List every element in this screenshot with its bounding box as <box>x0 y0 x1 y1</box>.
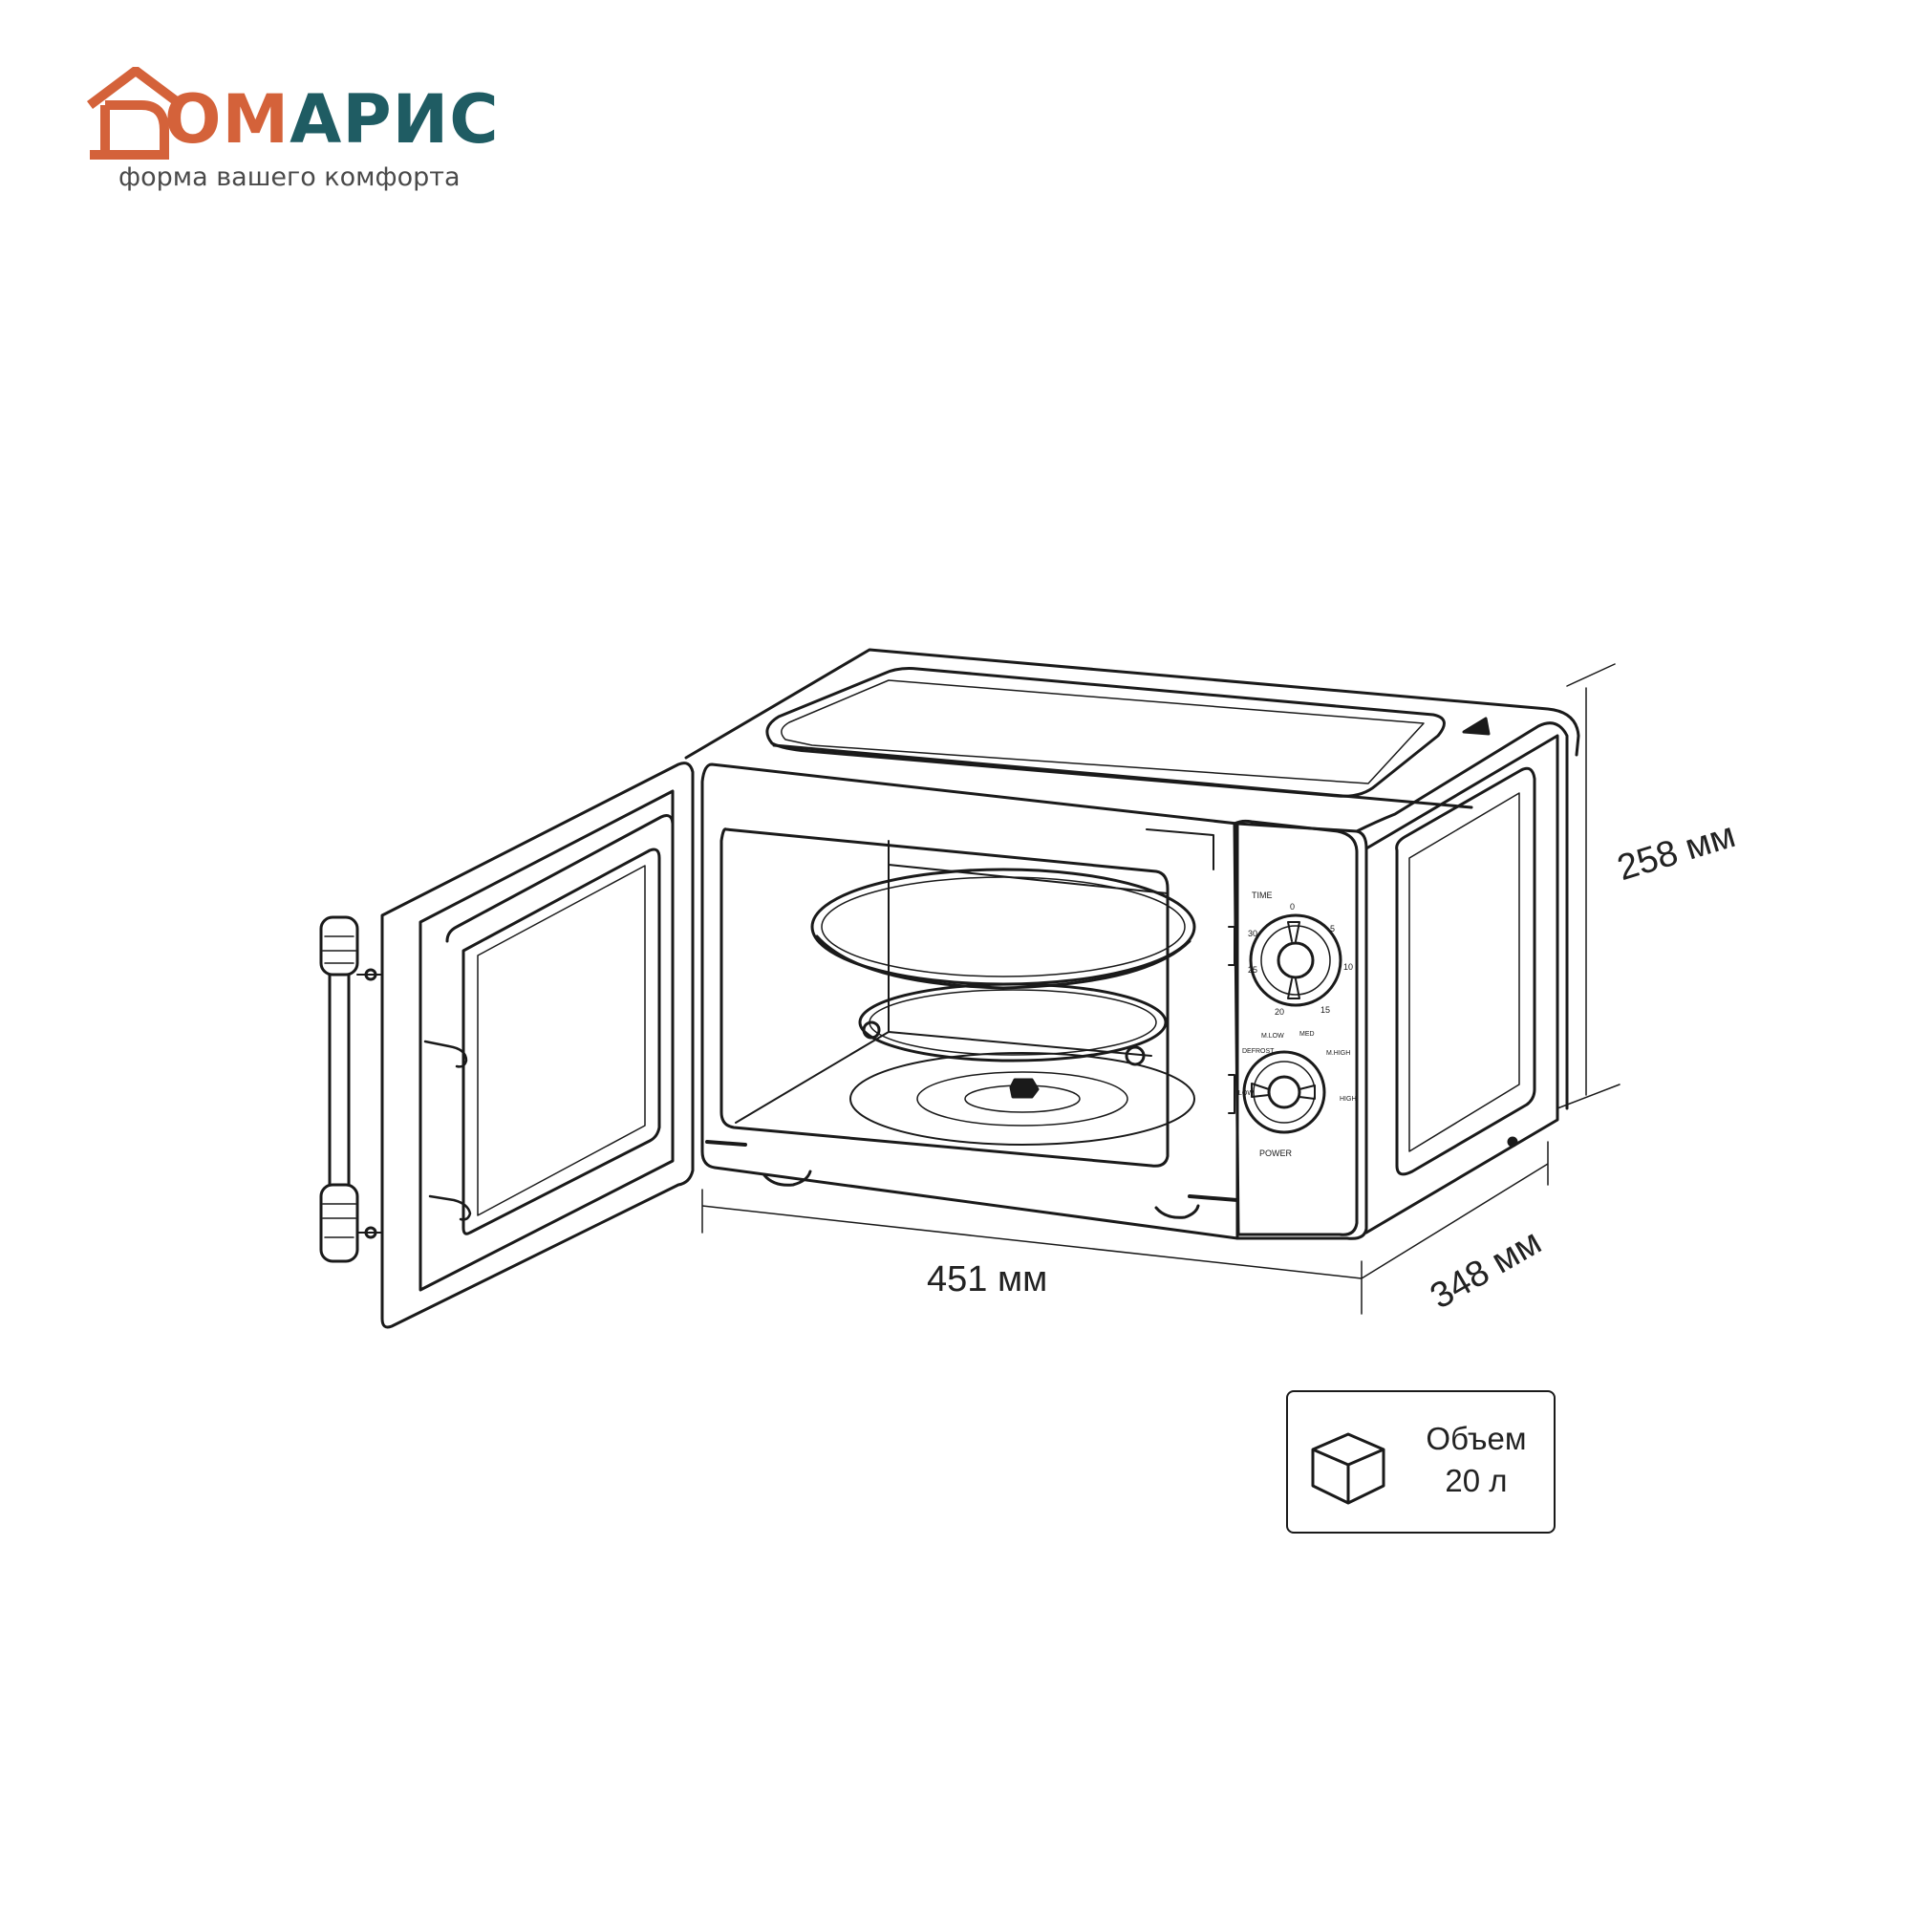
box-icon <box>1311 1432 1385 1505</box>
roller-ring <box>858 982 1168 1063</box>
volume-badge: Объем 20 л <box>1286 1390 1556 1534</box>
brand-tagline: форма вашего комфорта <box>118 162 461 192</box>
microwave-side <box>1364 734 1559 1234</box>
door-handle <box>328 973 351 1187</box>
power-label: POWER <box>1259 1148 1293 1158</box>
microwave-front <box>700 762 1368 1240</box>
microwave-top <box>684 648 1580 760</box>
brand-name-part2: АРИС <box>290 80 500 159</box>
timer-dial <box>1249 913 1342 1007</box>
door-window <box>462 848 661 1235</box>
timer-mark-10: 10 <box>1343 962 1353 972</box>
power-level-defrost: DEFROST <box>1242 1048 1275 1055</box>
power-level-mlow: M.LOW <box>1261 1033 1284 1040</box>
timer-mark-25: 25 <box>1248 965 1257 975</box>
height-dimension-line <box>1556 663 1621 1109</box>
brand-name-part1: ОМ <box>164 80 290 159</box>
width-dimension-label: 451 мм <box>927 1259 1048 1299</box>
depth-dimension-line <box>1361 1141 1549 1279</box>
power-level-med: MED <box>1299 1031 1315 1038</box>
timer-mark-0: 0 <box>1290 902 1295 912</box>
side-window <box>1395 766 1536 1176</box>
power-level-high: HIGH <box>1340 1096 1357 1103</box>
timer-mark-5: 5 <box>1330 924 1335 934</box>
cavity-opening <box>719 827 1170 1168</box>
timer-mark-20: 20 <box>1275 1007 1284 1017</box>
house-logo-icon <box>87 67 184 160</box>
power-level-mhigh: M.HIGH <box>1326 1050 1350 1057</box>
timer-label: TIME <box>1252 891 1273 900</box>
door <box>380 762 695 1329</box>
brand-logo: ОМАРИС форма вашего комфорта <box>86 67 499 201</box>
width-dimension-line <box>701 1189 1363 1315</box>
power-dial <box>1242 1050 1326 1134</box>
timer-mark-15: 15 <box>1320 1005 1330 1015</box>
volume-value: 20 л <box>1445 1463 1508 1498</box>
volume-label: Объем <box>1426 1421 1527 1456</box>
control-panel <box>1233 819 1359 1236</box>
power-level-low: LOW <box>1238 1090 1254 1097</box>
top-panel <box>765 667 1446 798</box>
brand-name: ОМАРИС <box>164 86 500 153</box>
timer-mark-30: 30 <box>1248 929 1257 938</box>
